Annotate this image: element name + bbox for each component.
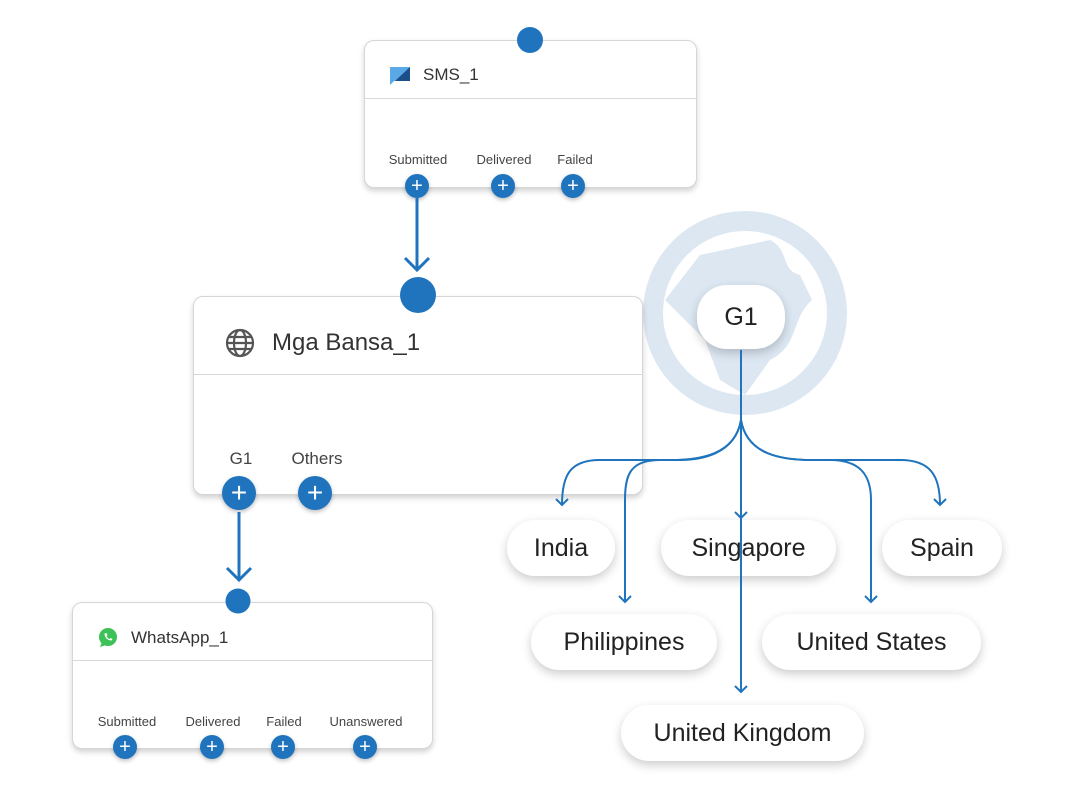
output-label: Delivered xyxy=(476,152,532,167)
node-title: Mga Bansa_1 xyxy=(272,329,421,356)
group-g1-pill: G1 xyxy=(697,285,785,349)
output-label: Submitted xyxy=(388,152,448,167)
output-label: Others xyxy=(291,449,343,468)
add-failed-button[interactable]: + xyxy=(271,735,295,759)
divider xyxy=(365,98,696,99)
output-label: G1 xyxy=(229,449,253,468)
input-handle[interactable] xyxy=(400,277,436,313)
divider xyxy=(194,374,642,375)
arrow-sms-to-country xyxy=(403,198,431,273)
whatsapp-icon xyxy=(99,628,117,647)
output-label: Submitted xyxy=(97,714,157,729)
country-pill-united-states: United States xyxy=(762,614,981,670)
output-label: Unanswered xyxy=(329,714,403,729)
add-others-button[interactable]: + xyxy=(298,476,332,510)
add-g1-button[interactable]: + xyxy=(222,476,256,510)
sms-icon xyxy=(390,67,410,85)
add-failed-button[interactable]: + xyxy=(561,174,585,198)
whatsapp-node-card[interactable]: WhatsApp_1 Submitted Delivered Failed Un… xyxy=(72,602,433,749)
divider xyxy=(73,660,432,661)
country-pill-spain: Spain xyxy=(882,520,1002,576)
add-delivered-button[interactable]: + xyxy=(491,174,515,198)
arrow-g1-to-whatsapp xyxy=(225,512,253,583)
add-submitted-button[interactable]: + xyxy=(405,174,429,198)
country-node-card[interactable]: Mga Bansa_1 G1 Others xyxy=(193,296,643,495)
node-title: SMS_1 xyxy=(423,65,479,84)
country-pill-philippines: Philippines xyxy=(531,614,717,670)
node-title: WhatsApp_1 xyxy=(131,628,229,647)
sms-node-card[interactable]: SMS_1 Submitted Delivered Failed xyxy=(364,40,697,188)
globe-icon xyxy=(225,328,255,358)
input-handle[interactable] xyxy=(517,27,543,53)
output-label: Failed xyxy=(266,714,302,729)
add-submitted-button[interactable]: + xyxy=(113,735,137,759)
add-delivered-button[interactable]: + xyxy=(200,735,224,759)
add-unanswered-button[interactable]: + xyxy=(353,735,377,759)
country-pill-singapore: Singapore xyxy=(661,520,836,576)
input-handle[interactable] xyxy=(225,588,251,614)
country-pill-united-kingdom: United Kingdom xyxy=(621,705,864,761)
country-pill-india: India xyxy=(507,520,615,576)
output-label: Delivered xyxy=(185,714,241,729)
arrow-g1-branches xyxy=(555,350,947,694)
output-label: Failed xyxy=(557,152,593,167)
